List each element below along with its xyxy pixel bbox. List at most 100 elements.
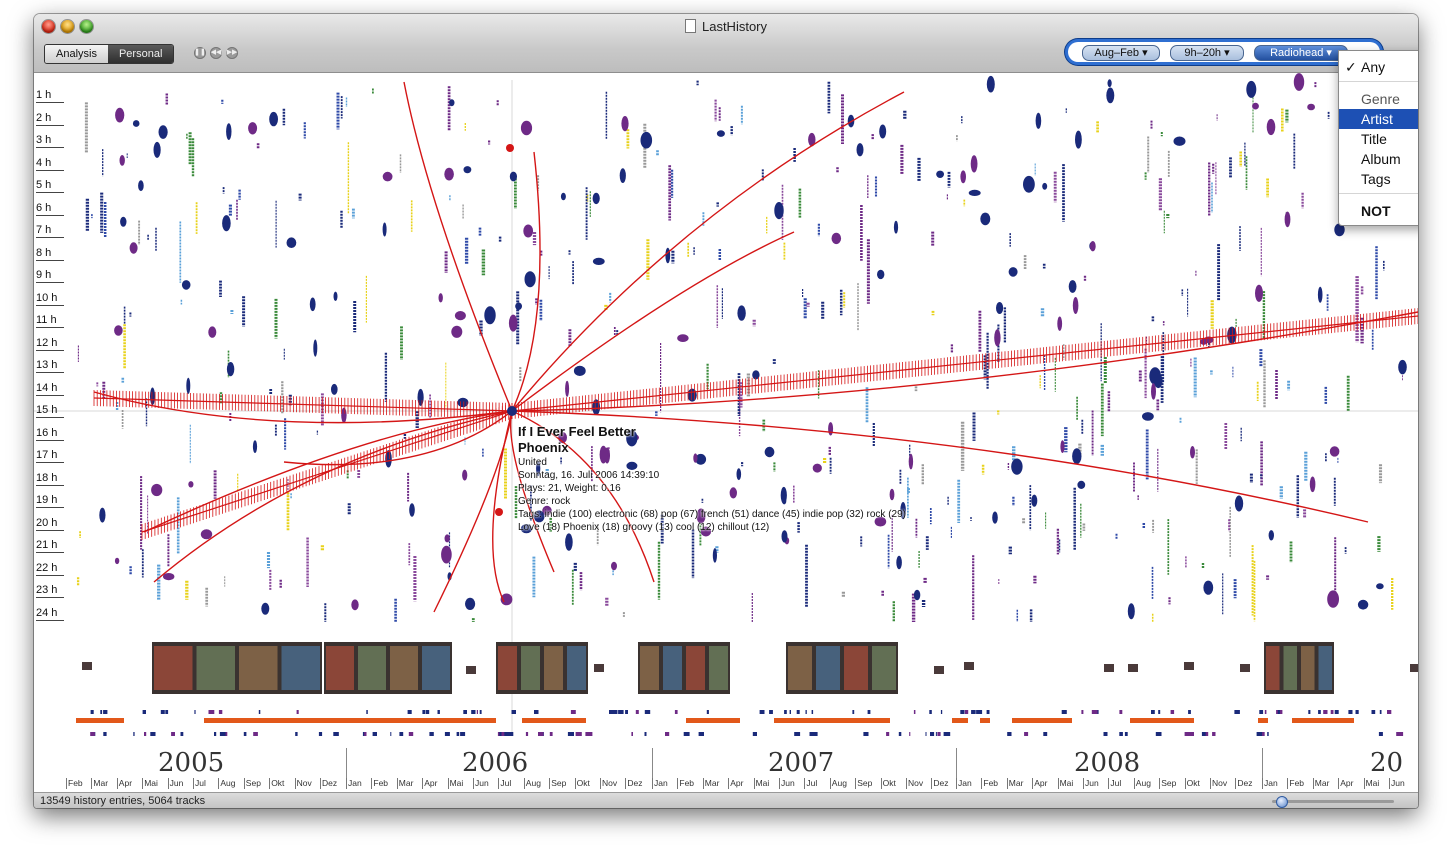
calendar-event-tick [1119, 732, 1123, 736]
calendar-event-tick [1318, 710, 1321, 714]
calendar-event-tick [1103, 732, 1108, 736]
date-range-filter[interactable]: Aug–Feb ▾ [1082, 45, 1160, 61]
skip-back-icon[interactable]: ◀◀ [210, 47, 222, 59]
calendar-event-tick [789, 710, 791, 714]
listening-dot [351, 599, 359, 611]
calendar-event-tick [1330, 710, 1334, 714]
time-range-filter[interactable]: 9h–20h ▾ [1170, 45, 1244, 61]
calendar-event-tick [171, 732, 175, 736]
connection-line [511, 231, 795, 412]
listening-dot [1042, 182, 1048, 190]
calendar-event-bar [686, 718, 740, 723]
year-divider [956, 748, 957, 788]
month-label: Mai [1363, 778, 1380, 789]
pause-icon[interactable]: ❚❚ [194, 47, 206, 59]
year-divider [652, 748, 653, 788]
listening-dot [812, 463, 822, 473]
listening-dot [1072, 297, 1079, 314]
listening-dot [665, 247, 671, 264]
menu-header-genre[interactable]: Genre [1361, 91, 1400, 107]
hour-label: 4 h [36, 156, 64, 171]
listening-dot [1008, 267, 1018, 277]
listening-dot [1309, 476, 1316, 493]
zoom-slider-knob[interactable] [1276, 796, 1288, 808]
hour-label: 21 h [36, 538, 64, 553]
year-label: 2006 [462, 748, 529, 778]
selected-track-point [507, 406, 517, 416]
listening-dot [188, 481, 194, 488]
menu-item-tags[interactable]: Tags [1361, 171, 1391, 187]
listening-dot [1284, 211, 1291, 228]
calendar-event-tick [1264, 710, 1267, 714]
artist-filter[interactable]: Radiohead ▾ [1254, 45, 1348, 61]
listening-dot [151, 483, 163, 497]
listening-dot [1057, 316, 1063, 331]
menu-item-artist[interactable]: Artist [1339, 109, 1418, 129]
calendar-event-tick [635, 710, 639, 714]
calendar-event-tick [618, 710, 624, 714]
month-label: Mar [91, 778, 109, 789]
month-label: Sep [549, 778, 567, 789]
month-label: Jul [193, 778, 206, 789]
hour-label: 15 h [36, 403, 64, 418]
photo-thumbnail-tile [1318, 646, 1332, 690]
calendar-event-tick [509, 732, 514, 736]
analysis-mode-button[interactable]: Analysis [45, 45, 108, 63]
calendar-event-tick [1204, 732, 1209, 736]
listening-history-plot[interactable] [34, 72, 1418, 748]
track-tooltip: If I Ever Feel Better Phoenix United Son… [518, 424, 906, 534]
listening-dot [222, 215, 231, 232]
listening-dot [1268, 530, 1275, 541]
listening-dot [181, 280, 191, 290]
menu-item-title[interactable]: Title [1361, 131, 1387, 147]
year-divider [1262, 748, 1263, 788]
close-window-button[interactable] [42, 20, 55, 33]
listening-dot [1060, 440, 1065, 453]
listening-dot [463, 166, 472, 174]
listening-dot [226, 362, 235, 377]
menu-item-not[interactable]: NOT [1361, 203, 1391, 219]
personal-mode-button[interactable]: Personal [107, 45, 174, 63]
listening-dot [626, 461, 638, 470]
menu-item-any[interactable]: ✓Any [1345, 59, 1386, 75]
month-label: Mai [1057, 778, 1074, 789]
listening-dot [286, 237, 297, 248]
month-label: Nov [294, 778, 312, 789]
listening-dot [856, 143, 864, 157]
menu-item-album[interactable]: Album [1361, 151, 1401, 167]
month-label: Dez [625, 778, 643, 789]
connection-line [433, 410, 513, 613]
calendar-event-tick [1355, 710, 1359, 714]
calendar-event-tick [460, 732, 466, 736]
listening-dot [1307, 103, 1315, 111]
month-label: Jul [804, 778, 818, 789]
skip-forward-icon[interactable]: ▶▶ [226, 47, 238, 59]
hour-label: 11 h [36, 313, 64, 328]
hour-label: 18 h [36, 471, 64, 486]
photo-mini-thumbnail [82, 662, 92, 670]
calendar-event-tick [476, 710, 478, 714]
calendar-event-tick [390, 732, 392, 736]
month-label: Aug [1133, 778, 1151, 789]
listening-dot [626, 430, 638, 447]
zoom-window-button[interactable] [80, 20, 93, 33]
month-label: Okt [574, 778, 590, 789]
listening-dot [611, 561, 617, 571]
month-label: Okt [880, 778, 896, 789]
photo-thumbnail-tile [281, 646, 320, 690]
listening-dot [1127, 603, 1135, 620]
calendar-event-tick [909, 732, 911, 736]
minimize-window-button[interactable] [61, 20, 74, 33]
connection-line [511, 91, 905, 412]
listening-dot [132, 120, 140, 127]
calendar-event-tick [1158, 710, 1161, 714]
calendar-event-tick [811, 710, 814, 714]
calendar-event-tick [1348, 710, 1353, 714]
listening-dot [1255, 284, 1263, 302]
photo-mini-thumbnail [934, 666, 944, 674]
listening-dot [621, 116, 629, 132]
calendar-event-tick [444, 732, 450, 736]
listening-dot [523, 224, 534, 238]
calendar-event-tick [631, 732, 633, 736]
zoom-slider-track[interactable] [1272, 800, 1394, 803]
